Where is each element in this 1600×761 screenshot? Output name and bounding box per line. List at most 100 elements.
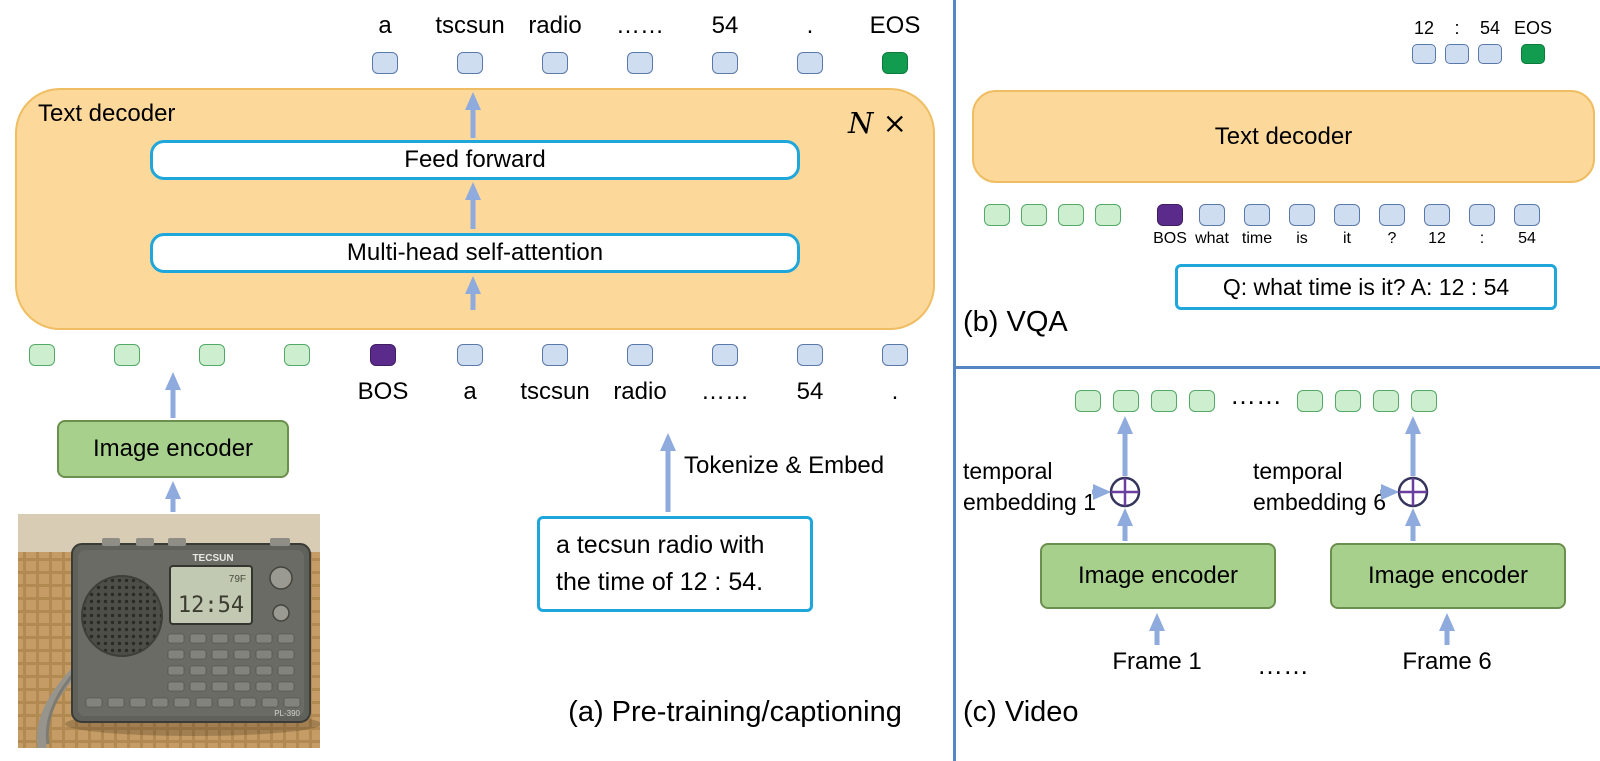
token-label: EOS	[1513, 18, 1553, 38]
token	[1379, 204, 1405, 226]
token	[712, 344, 738, 366]
token-label: what	[1195, 230, 1229, 247]
token-eos	[1521, 44, 1545, 64]
token-image	[114, 344, 140, 366]
token	[1412, 44, 1436, 64]
image-encoder-box-c2: Image encoder	[1330, 543, 1566, 609]
frames-ellipsis: ……	[1257, 650, 1309, 680]
token	[457, 344, 483, 366]
token	[627, 344, 653, 366]
token-label: it	[1343, 230, 1351, 247]
token	[1478, 44, 1502, 64]
token	[1289, 204, 1315, 226]
token-eos	[882, 52, 908, 74]
caption-text-box: a tecsun radio with the time of 12 : 54.	[537, 516, 813, 612]
token	[1445, 44, 1469, 64]
token	[542, 344, 568, 366]
token-label: tscsun	[435, 12, 505, 39]
token	[797, 52, 823, 74]
token-image	[1335, 390, 1361, 412]
token	[1199, 204, 1225, 226]
token	[1334, 204, 1360, 226]
token	[372, 52, 398, 74]
panel-a-caption: (a) Pre-training/captioning	[568, 696, 902, 728]
token	[457, 52, 483, 74]
volume-knob	[272, 604, 290, 622]
token-label: 12	[1428, 230, 1446, 247]
self-attention-label: Multi-head self-attention	[346, 239, 604, 266]
token-label: 54	[1518, 230, 1536, 247]
token-image	[1095, 204, 1121, 226]
token-image	[284, 344, 310, 366]
tokens-ellipsis: ……	[1230, 380, 1282, 410]
token-label: 54	[711, 12, 739, 39]
feed-forward-box: Feed forward	[150, 140, 800, 180]
image-encoder-box-a: Image encoder	[57, 420, 289, 478]
token-label: BOS	[1153, 230, 1187, 247]
frame-1-label: Frame 1	[1112, 648, 1202, 675]
token-image	[1021, 204, 1047, 226]
token-image	[1113, 390, 1139, 412]
token-label: 12	[1413, 18, 1435, 38]
temporal-embedding-6-label: temporal embedding 6	[1253, 458, 1386, 515]
radio-buttons	[85, 633, 301, 708]
token-label: .	[891, 378, 899, 405]
token-label: 54	[1479, 18, 1501, 38]
image-encoder-label: Image encoder	[1367, 562, 1529, 589]
radio-photo-svg: TECSUN 79F 12:54 PL-390	[18, 514, 321, 751]
lcd-temperature: 79F	[229, 574, 246, 585]
temporal-embedding-1-label: temporal embedding 1	[963, 458, 1096, 515]
token	[1469, 204, 1495, 226]
radio-top-buttons	[102, 538, 290, 546]
horizontal-divider	[956, 366, 1600, 369]
token-label: ?	[1387, 230, 1397, 247]
token	[542, 52, 568, 74]
image-encoder-box-c1: Image encoder	[1040, 543, 1276, 609]
token-image	[1373, 390, 1399, 412]
speaker-grille	[81, 575, 163, 657]
self-attention-box: Multi-head self-attention	[150, 233, 800, 273]
token-label: BOS	[357, 378, 409, 405]
text-decoder-box-b: Text decoder	[972, 90, 1595, 183]
token-image	[1189, 390, 1215, 412]
token-image	[1411, 390, 1437, 412]
text-decoder-label-b: Text decoder	[1214, 122, 1353, 150]
token-label: .	[806, 12, 814, 39]
token	[1244, 204, 1270, 226]
tokenize-embed-label: Tokenize & Embed	[684, 452, 885, 479]
caption-text-line: a tecsun radio with	[556, 531, 765, 559]
token-image	[1075, 390, 1101, 412]
token-image	[199, 344, 225, 366]
token	[797, 344, 823, 366]
token-label: ……	[701, 378, 749, 405]
token-bos	[1157, 204, 1183, 226]
temporal-add-icon	[1397, 476, 1429, 508]
lcd-display	[169, 565, 253, 625]
repeat-n-times-label: N ×	[848, 106, 907, 140]
radio-brand-text: TECSUN	[192, 553, 233, 564]
qa-text: Q: what time is it? A: 12 : 54	[1222, 273, 1510, 300]
radio-photo: TECSUN 79F 12:54 PL-390	[18, 514, 321, 751]
token-label: a	[463, 378, 477, 405]
token	[712, 52, 738, 74]
vertical-divider	[953, 0, 956, 761]
token	[882, 344, 908, 366]
radio-model-text: PL-390	[274, 709, 300, 718]
token-label: :	[1479, 230, 1485, 247]
token-image	[1297, 390, 1323, 412]
image-encoder-label: Image encoder	[1077, 562, 1239, 589]
token-image	[984, 204, 1010, 226]
lcd-time: 12:54	[178, 593, 244, 618]
token-label: is	[1296, 230, 1308, 247]
token	[1514, 204, 1540, 226]
token-label: ……	[616, 12, 664, 39]
token-image	[29, 344, 55, 366]
token	[627, 52, 653, 74]
feed-forward-label: Feed forward	[404, 146, 546, 173]
image-encoder-label: Image encoder	[92, 435, 254, 462]
token-label: radio	[613, 378, 667, 405]
token-label: :	[1454, 18, 1460, 38]
frame-6-label: Frame 6	[1402, 648, 1492, 675]
tuning-knob	[269, 566, 293, 590]
text-decoder-label-a: Text decoder	[38, 100, 176, 127]
